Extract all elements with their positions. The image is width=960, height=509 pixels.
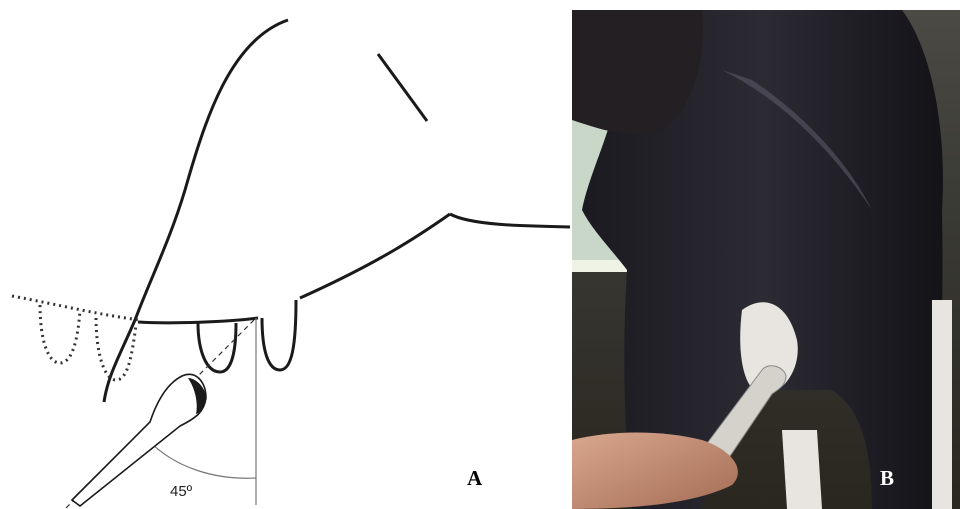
panel-b-label: B [880,466,894,491]
dotted-udder-line [12,296,140,320]
flank-stroke [378,54,427,121]
teat-rear [262,300,296,370]
teat-front [198,323,236,372]
angle-arc [148,440,256,478]
dotted-teat-1 [40,305,80,363]
white-hoof-area [782,430,822,509]
udder-floor [138,318,258,323]
udder-outline [300,214,450,298]
body-outline [104,20,288,402]
calf-photo [572,10,960,509]
udder-diagram: 45º [0,0,570,509]
dotted-teat-2 [96,318,136,380]
angle-label: 45º [170,483,193,500]
belly-line [450,214,570,227]
panel-a-label: A [467,466,482,491]
white-leg-stripe [932,300,952,509]
